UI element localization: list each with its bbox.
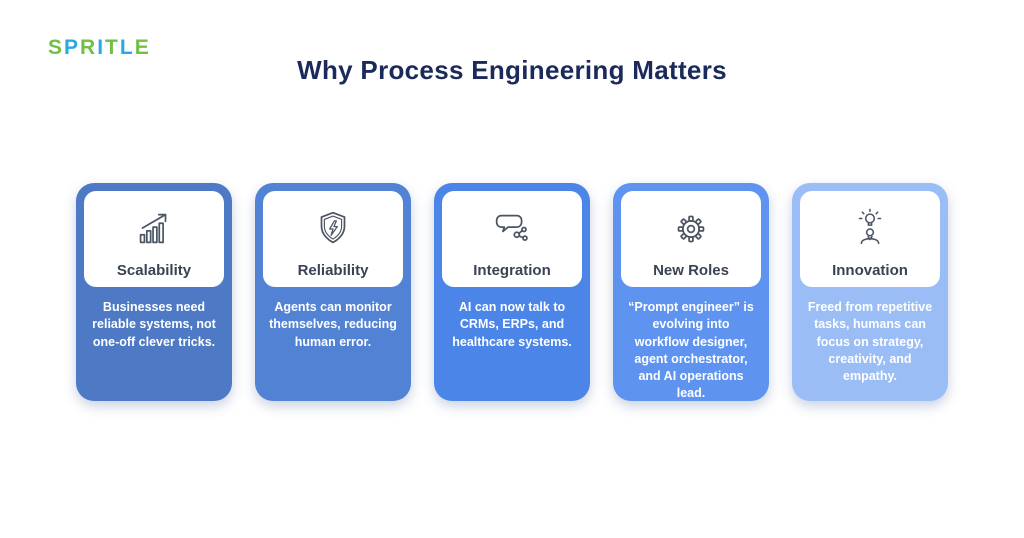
idea-person-icon — [847, 191, 893, 262]
card-reliability-header: Reliability — [263, 191, 403, 287]
shield-bolt-icon — [310, 191, 356, 262]
growth-chart-icon — [131, 191, 177, 262]
chat-network-icon — [489, 191, 535, 262]
card-innovation: Innovation Freed from repetitive tasks, … — [792, 183, 948, 401]
logo-letter: L — [119, 36, 135, 59]
card-description: Agents can monitor themselves, reducing … — [269, 300, 397, 349]
card-new-roles-header: New Roles — [621, 191, 761, 287]
spritle-logo: SPRITLE — [48, 36, 151, 60]
logo-letter: R — [80, 36, 98, 59]
logo-letter: T — [105, 36, 120, 59]
gear-icon — [668, 191, 714, 262]
card-description: Freed from repetitive tasks, humans can … — [807, 300, 933, 383]
card-title: Scalability — [116, 262, 192, 279]
card-description: AI can now talk to CRMs, ERPs, and healt… — [452, 300, 572, 349]
logo-letter: I — [97, 36, 106, 59]
card-description: Businesses need reliable systems, not on… — [92, 300, 216, 349]
card-title: Integration — [473, 262, 551, 279]
card-scalability-header: Scalability — [84, 191, 224, 287]
card-description: “Prompt engineer” is evolving into workf… — [628, 300, 754, 401]
card-title: New Roles — [653, 262, 729, 279]
card-title: Innovation — [832, 262, 908, 279]
logo-letter: E — [134, 36, 151, 59]
card-integration: Integration AI can now talk to CRMs, ERP… — [434, 183, 590, 401]
cards-row: Scalability Businesses need reliable sys… — [0, 183, 1024, 401]
card-reliability: Reliability Agents can monitor themselve… — [255, 183, 411, 401]
card-new-roles: New Roles “Prompt engineer” is evolving … — [613, 183, 769, 401]
logo-letter: S — [48, 36, 65, 59]
logo-letter: P — [64, 36, 81, 59]
card-title: Reliability — [297, 262, 369, 279]
card-innovation-header: Innovation — [800, 191, 940, 287]
card-integration-header: Integration — [442, 191, 582, 287]
page-title: Why Process Engineering Matters — [297, 55, 727, 86]
card-scalability: Scalability Businesses need reliable sys… — [76, 183, 232, 401]
